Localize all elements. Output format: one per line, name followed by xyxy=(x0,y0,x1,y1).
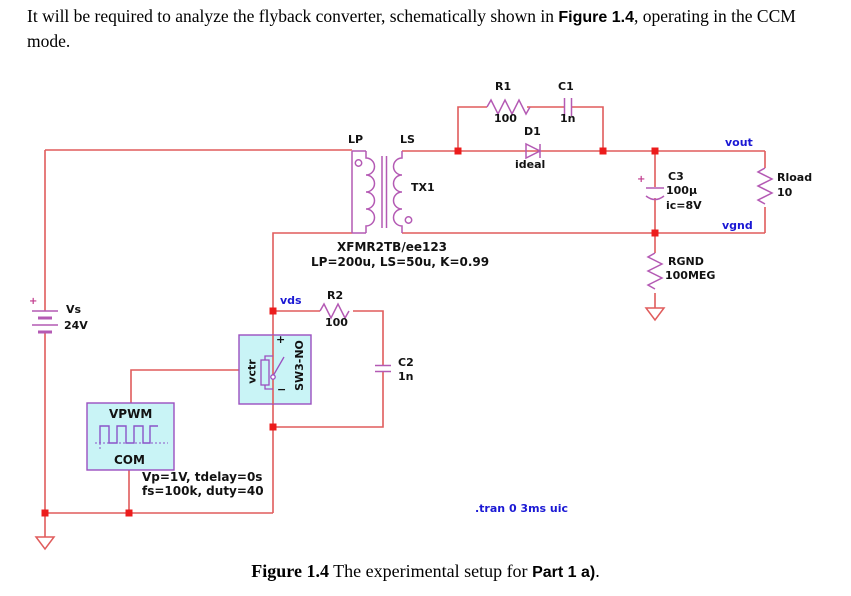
ground-symbols xyxy=(34,307,666,551)
tx1-primary-lead xyxy=(351,150,366,234)
tx1-core xyxy=(381,156,388,228)
tx1-primary-coil xyxy=(365,151,376,233)
ground-symbol-left xyxy=(34,536,56,551)
caption-period: . xyxy=(595,561,600,581)
caption-text: The experimental setup for xyxy=(328,561,533,581)
junction-c3-top xyxy=(651,147,659,155)
junction-switch-bottom xyxy=(269,423,277,431)
wire-lp-to-vds xyxy=(272,232,352,311)
r1-label: R1 xyxy=(495,80,512,93)
tx1-secondary-dot xyxy=(404,216,413,224)
c2-label: C2 xyxy=(398,356,414,369)
tx1-secondary-coil xyxy=(392,151,403,233)
c3-plus-sign: + xyxy=(637,174,646,185)
switch-actuator-links xyxy=(264,355,273,390)
r2-value: 100 xyxy=(325,316,348,329)
junction-vpwm-com xyxy=(125,509,133,517)
junctions xyxy=(41,147,659,517)
junction-snubber-right xyxy=(599,147,607,155)
components xyxy=(32,98,774,373)
rgnd-value: 100MEG xyxy=(665,269,716,282)
rload-value: 10 xyxy=(777,186,793,199)
vpwm-label: VPWM xyxy=(109,407,153,421)
junction-vds xyxy=(269,307,277,315)
capacitor-c3 xyxy=(645,187,665,201)
capacitor-c1 xyxy=(563,98,573,116)
wire-vpwm-to-switch xyxy=(130,369,239,403)
switch-pivot xyxy=(270,374,276,380)
spice-directive: .tran 0 3ms uic xyxy=(475,502,569,515)
caption-figure-label: Figure 1.4 xyxy=(251,561,329,581)
capacitor-c2 xyxy=(375,364,391,373)
net-label-vout: vout xyxy=(725,136,753,149)
junction-ground-left xyxy=(41,509,49,517)
transformer-tx1 xyxy=(351,150,413,234)
intro-paragraph: It will be required to analyze the flyba… xyxy=(27,4,827,55)
switch-minus-sign: − xyxy=(277,383,287,396)
rgnd-label: RGND xyxy=(668,255,704,268)
wire-r2-c2 xyxy=(273,310,384,428)
wires xyxy=(44,106,766,537)
net-label-vgnd: vgnd xyxy=(722,219,753,232)
vpwm-params-line2: fs=100k, duty=40 xyxy=(142,484,264,498)
vs-value: 24V xyxy=(64,319,88,332)
net-label-vds: vds xyxy=(280,294,302,307)
junction-snubber-left xyxy=(454,147,462,155)
c1-value: 1n xyxy=(560,112,576,125)
c1-label: C1 xyxy=(558,80,574,93)
battery-vs-short-plates xyxy=(38,316,52,334)
resistor-r1 xyxy=(486,98,531,116)
switch-box xyxy=(238,334,312,405)
r2-label: R2 xyxy=(327,289,344,302)
d1-label: D1 xyxy=(524,125,541,138)
intro-text-after: , operating in the CCM mode. xyxy=(27,6,796,52)
r1-value: 100 xyxy=(494,112,517,125)
wire-r1-c1 xyxy=(457,106,604,151)
switch-symbol xyxy=(260,355,285,390)
figure-reference: Figure 1.4 xyxy=(558,9,634,26)
d1-value: ideal xyxy=(515,158,546,171)
lp-label: LP xyxy=(348,133,364,146)
switch-plus-sign: + xyxy=(276,333,286,346)
rload-label: Rload xyxy=(777,171,813,184)
c3-label: C3 xyxy=(668,170,684,183)
figure-caption: Figure 1.4 The experimental setup for Pa… xyxy=(0,561,851,582)
vs-label: Vs xyxy=(66,303,82,316)
vs-plus-sign: + xyxy=(29,296,38,307)
vpwm-box xyxy=(86,402,175,471)
c3-value: 100µ xyxy=(666,184,698,197)
switch-box-group xyxy=(238,334,312,405)
c2-value: 1n xyxy=(398,370,414,383)
intro-text-before: It will be required to analyze the flyba… xyxy=(27,6,559,26)
battery-vs-long-plates xyxy=(32,310,58,326)
switch-control-label: vctr xyxy=(245,359,259,384)
vpwm-pulse-wave xyxy=(99,425,158,444)
diode-d1 xyxy=(525,142,542,160)
caption-part-ref: Part 1 a) xyxy=(532,564,596,581)
resistor-rgnd xyxy=(646,252,664,290)
transformer-model: XFMR2TB/ee123 xyxy=(337,240,448,254)
tx1-primary-dot xyxy=(354,159,363,167)
resistor-r2 xyxy=(319,302,350,320)
tx1-label: TX1 xyxy=(411,181,435,194)
vpwm-com-label: COM xyxy=(114,453,145,467)
resistor-rload xyxy=(756,167,774,205)
vpwm-source-box xyxy=(86,402,175,471)
junction-c3-bottom xyxy=(651,229,659,237)
c3-initial-condition: ic=8V xyxy=(666,199,702,212)
switch-lever xyxy=(272,356,285,377)
switch-name-label: SW3-NO xyxy=(292,340,306,391)
ground-symbol-rgnd xyxy=(644,307,666,322)
ls-label: LS xyxy=(400,133,415,146)
transformer-params: LP=200u, LS=50u, K=0.99 xyxy=(311,255,490,269)
vpwm-params-line1: Vp=1V, tdelay=0s xyxy=(142,470,263,484)
